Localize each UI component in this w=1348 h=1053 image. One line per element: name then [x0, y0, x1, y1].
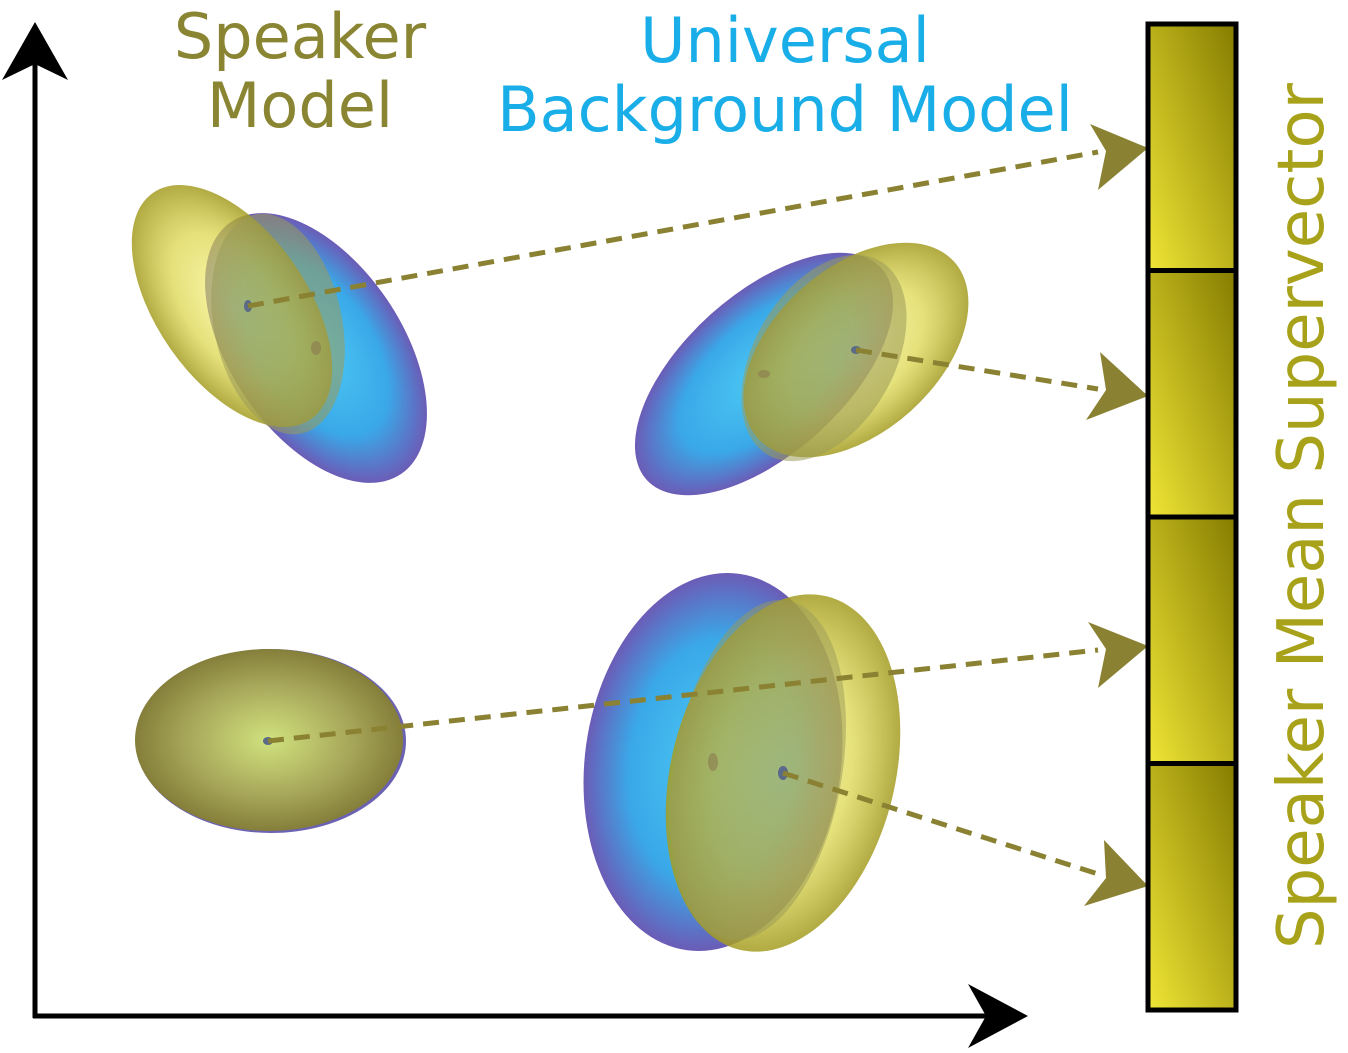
gaussian-top-left: [131, 185, 427, 483]
y-axis-arrowhead: [2, 22, 68, 80]
arrowhead-3: [1088, 622, 1148, 688]
mean-arrowheads: [1084, 124, 1148, 906]
speaker-ellipse-overlap: [670, 599, 846, 941]
x-axis-arrowhead: [968, 984, 1028, 1048]
arrowhead-2: [1086, 352, 1148, 420]
ubm-mean-dot: [311, 341, 321, 355]
speaker-ellipse-overlap: [741, 254, 907, 462]
ubm-label: Universal Background Model: [495, 6, 1075, 145]
supervector-segment-4: [1145, 761, 1239, 1013]
arrow-line-3: [267, 647, 1099, 744]
ubm-mean-dot: [708, 753, 718, 771]
arrow-line-2: [855, 347, 1099, 392]
supervector-label: Speaker Mean Supervector: [1265, 83, 1339, 949]
speaker-ellipse-overlap: [211, 213, 345, 435]
speaker-model-label-line2: Model: [206, 69, 394, 143]
supervector-segment-3: [1145, 514, 1239, 766]
ubm-mean-dot: [758, 370, 770, 378]
speaker-model-label: Speaker Model: [140, 2, 460, 141]
arrow-line-1: [247, 149, 1099, 309]
ubm-label-line2: Background Model: [497, 73, 1073, 147]
supervector-segment-2: [1145, 268, 1239, 520]
mean-arrows: [247, 149, 1099, 877]
arrow-line-4: [782, 770, 1099, 877]
speaker-mean-supervector: [1145, 21, 1239, 1013]
supervector-segment-1: [1145, 21, 1239, 273]
arrowhead-1: [1090, 124, 1148, 190]
arrowhead-4: [1084, 840, 1148, 906]
speaker-model-label-line1: Speaker: [173, 0, 427, 73]
ubm-label-line1: Universal: [640, 4, 930, 77]
axes: [2, 22, 1028, 1048]
gaussian-bottom-right: [583, 573, 901, 952]
gaussian-top-right: [634, 242, 969, 496]
